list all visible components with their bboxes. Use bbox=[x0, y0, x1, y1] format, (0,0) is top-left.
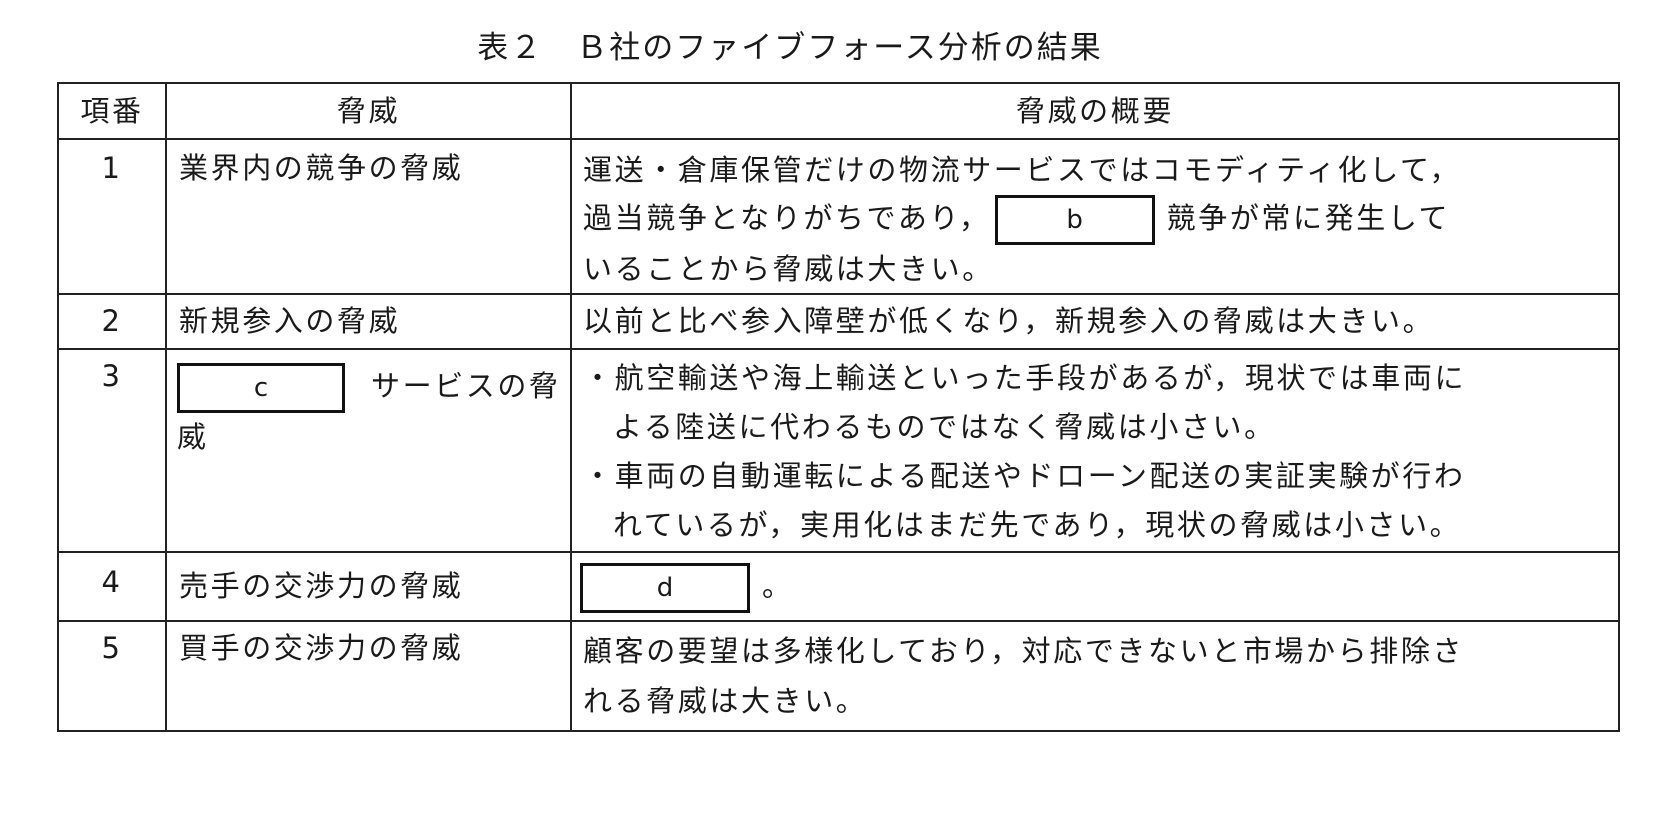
table-title: 表２ Ｂ社のファイブフォース分析の結果 bbox=[477, 30, 1103, 66]
bullet-line: よる陸送に代わるものではなく脅威は小さい。 bbox=[613, 410, 1276, 444]
column-divider bbox=[570, 84, 572, 730]
bullet-line: れているが，実用化はまだ先であり，現状の脅威は小さい。 bbox=[613, 508, 1462, 542]
blank-box-d: d bbox=[580, 563, 750, 613]
row-number: 1 bbox=[101, 151, 123, 185]
summary-line: 過当競争となりがちであり，b 競争が常に発生して bbox=[583, 194, 1461, 245]
column-divider bbox=[165, 84, 167, 730]
threat-name: 買手の交渉力の脅威 bbox=[179, 631, 464, 665]
summary-text: 顧客の要望は多様化しており，対応できないと市場から排除さ れる脅威は大きい。 bbox=[583, 626, 1464, 726]
bullet-line: ・車両の自動運転による配送やドローン配送の実証実験が行わ bbox=[583, 459, 1466, 493]
threat-name: 売手の交渉力の脅威 bbox=[179, 569, 464, 603]
summary-text: 以前と比べ参入障壁が低くなり，新規参入の脅威は大きい。 bbox=[583, 304, 1435, 338]
summary-line: 運送・倉庫保管だけの物流サービスではコモディティ化して， bbox=[583, 153, 1462, 187]
row-divider bbox=[59, 348, 1618, 350]
header-summary: 脅威の概要 bbox=[1015, 94, 1174, 128]
summary-fragment: 。 bbox=[762, 569, 794, 603]
threat-fragment: サービスの脅 bbox=[371, 369, 561, 403]
row-divider bbox=[59, 551, 1618, 553]
summary-line: いることから脅威は大きい。 bbox=[583, 252, 994, 286]
summary-text: 運送・倉庫保管だけの物流サービスではコモディティ化して， 過当競争となりがちであ… bbox=[583, 146, 1461, 293]
five-forces-table: 項番 脅威 脅威の概要 1 業界内の競争の脅威 運送・倉庫保管だけの物流サービス… bbox=[57, 82, 1620, 732]
summary-text: ・航空輸送や海上輸送といった手段があるが，現状では車両に よる陸送に代わるもので… bbox=[583, 354, 1466, 550]
row-number: 3 bbox=[101, 359, 123, 393]
threat-line: 威 bbox=[177, 420, 209, 454]
threat-name: c サービスの脅 威 bbox=[177, 362, 561, 461]
header-number: 項番 bbox=[80, 94, 144, 128]
row-divider bbox=[59, 138, 1618, 140]
threat-line: c サービスの脅 bbox=[177, 362, 561, 413]
blank-box-b: b bbox=[994, 195, 1155, 245]
blank-box-c: c bbox=[177, 363, 345, 413]
row-divider bbox=[59, 620, 1618, 622]
row-divider bbox=[59, 293, 1618, 295]
summary-fragment: 競争が常に発生して bbox=[1166, 201, 1451, 235]
threat-name: 業界内の競争の脅威 bbox=[179, 151, 464, 185]
row-number: 5 bbox=[101, 631, 123, 665]
bullet-line: ・航空輸送や海上輸送といった手段があるが，現状では車両に bbox=[583, 361, 1467, 395]
threat-name: 新規参入の脅威 bbox=[179, 304, 401, 338]
summary-line: 顧客の要望は多様化しており，対応できないと市場から排除さ bbox=[583, 634, 1465, 668]
summary-fragment: 過当競争となりがちであり， bbox=[583, 201, 991, 235]
header-threat: 脅威 bbox=[336, 94, 401, 128]
summary-line: れる脅威は大きい。 bbox=[583, 684, 868, 718]
row-number: 2 bbox=[101, 304, 123, 338]
row-number: 4 bbox=[101, 565, 123, 599]
summary-text: d。 bbox=[580, 562, 794, 613]
